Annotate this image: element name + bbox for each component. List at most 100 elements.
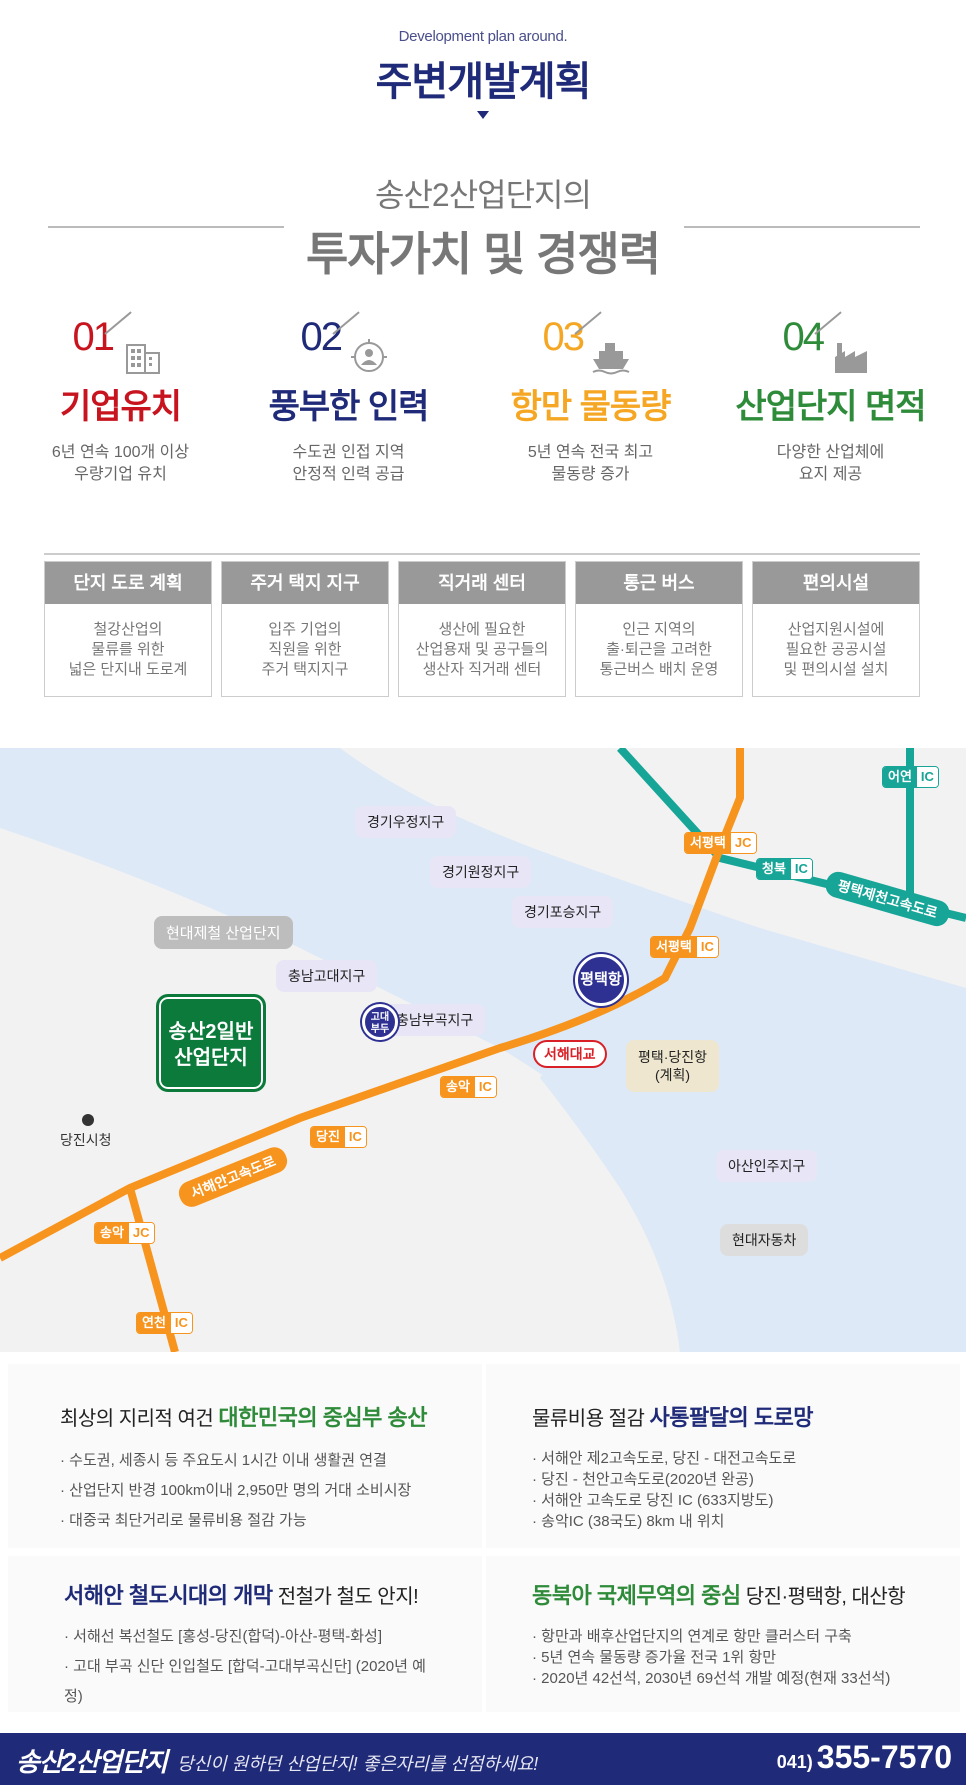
- footer-bar: 송산2산업단지 당신이 원하던 산업단지! 좋은자리를 선점하세요! 041)3…: [0, 1733, 966, 1785]
- district-label: 경기포승지구: [512, 896, 614, 928]
- factory-icon: [834, 343, 867, 373]
- info-title: 서해안 철도시대의 개막 전철가 철도 안지!: [64, 1578, 426, 1610]
- divider: [44, 553, 920, 555]
- location-map: 경기우정지구 경기원정지구 경기포승지구 충남고대지구 충남부곡지구 아산인주지…: [0, 748, 966, 1352]
- info-item: · 대중국 최단거리로 물류비용 절감 가능: [60, 1512, 307, 1529]
- map-background: [0, 748, 966, 1352]
- info-item: · 서해안 제2고속도로, 당진 - 대전고속도로: [532, 1450, 797, 1467]
- feature-title: 기업유치: [59, 388, 182, 426]
- subtitle-line1: 송산2산업단지의: [375, 177, 592, 213]
- ic-name: 서평택: [651, 937, 697, 957]
- facility-box-title: 편의시설: [753, 562, 919, 604]
- godae-pier-marker: 고대 부두: [362, 1004, 398, 1040]
- songsan-label: 산업단지: [174, 1047, 248, 1069]
- info-block-2: 물류비용 절감 사통팔달의 도로망 · 서해안 제2고속도로, 당진 - 대전고…: [486, 1364, 960, 1548]
- ic-name: 연천: [137, 1313, 171, 1333]
- hyundai-motor-label: 현대자동차: [720, 1224, 809, 1256]
- divider-left: [48, 226, 284, 228]
- phone-number: 355-7570: [816, 1739, 952, 1775]
- feature-number: 02: [300, 315, 343, 359]
- facility-box-text: 필요한 공공시설: [785, 641, 887, 658]
- section-header: Development plan around. 주변개발계획: [0, 28, 966, 119]
- info-title-highlight: 동북아 국제무역의 중심: [532, 1583, 741, 1608]
- feature-desc: 5년 연속 전국 최고: [527, 444, 654, 461]
- info-title: 최상의 지리적 여건 대한민국의 중심부 송산: [60, 1400, 430, 1432]
- info-block-3: 서해안 철도시대의 개막 전철가 철도 안지! · 서해선 복선철도 [홍성-당…: [8, 1556, 482, 1712]
- info-item: · 고대 부곡 신단 인입철도 [합덕-고대부곡신단] (2020년 예정): [64, 1658, 426, 1705]
- ic-name: 송악: [441, 1077, 475, 1097]
- info-item: · 산업단지 반경 100km이내 2,950만 명의 거대 소비시장: [60, 1482, 412, 1499]
- facility-box-title: 주거 택지 지구: [222, 562, 388, 604]
- pt-dj-text: (계획): [654, 1067, 691, 1083]
- facility-box-text: 통근버스 배치 운영: [599, 661, 719, 678]
- ic-type: IC: [790, 859, 812, 879]
- pt-dj-text: 평택·당진항: [638, 1049, 708, 1065]
- info-item: · 당진 - 천안고속도로(2020년 완공): [532, 1471, 754, 1488]
- facility-box-text: 주거 택지지구: [261, 661, 349, 678]
- header-title: 주변개발계획: [375, 60, 592, 104]
- ic-type: JC: [128, 1223, 154, 1243]
- subtitle-line2: 투자가치 및 경쟁력: [305, 228, 661, 280]
- ic-name: 어연: [883, 767, 917, 787]
- facility-box-text: 철강산업의: [93, 621, 163, 638]
- feature-title: 산업단지 면적: [735, 388, 926, 426]
- feature-desc: 안정적 인력 공급: [292, 466, 405, 483]
- feature-number: 04: [782, 315, 825, 359]
- footer-brand: 송산2산업단지: [16, 1747, 168, 1777]
- ic-type: IC: [474, 1077, 496, 1097]
- info-item: · 2020년 42선석, 2030년 69선석 개발 예정(현재 33선석): [532, 1670, 891, 1687]
- person-target-icon: [350, 339, 387, 372]
- info-block-4: 동북아 국제무역의 중심 당진·평택항, 대산항 · 항만과 배후산업단지의 연…: [486, 1556, 960, 1712]
- subtitle: 송산2산업단지의 투자가치 및 경쟁력: [0, 170, 966, 284]
- feature-desc: 다양한 산업체에: [776, 444, 885, 461]
- feature-desc: 수도권 인접 지역: [292, 444, 405, 461]
- facility-box-text: 및 편의시설 설치: [783, 661, 889, 678]
- godae-label: 부두: [370, 1024, 390, 1035]
- header-english: Development plan around.: [398, 28, 568, 45]
- ic-name: 청북: [757, 859, 791, 879]
- facility-box-text: 생산자 직거래 센터: [422, 661, 542, 678]
- feature-title: 항만 물동량: [510, 388, 672, 426]
- dangjin-hall-label: 당진시청: [60, 1132, 112, 1148]
- hyundai-steel-label: 현대제철 산업단지: [154, 916, 293, 949]
- district-label: 충남고대지구: [276, 960, 378, 992]
- info-title: 물류비용 절감 사통팔달의 도로망: [532, 1400, 914, 1432]
- info-title: 동북아 국제무역의 중심 당진·평택항, 대산항: [532, 1578, 914, 1610]
- building-icon: [125, 344, 160, 374]
- godae-label: 고대: [370, 1012, 390, 1023]
- feature-title: 풍부한 인력: [268, 388, 430, 426]
- facility-box-text: 생산에 필요한: [438, 621, 526, 638]
- facility-box-title: 단지 도로 계획: [45, 562, 211, 604]
- ic-name: 송악: [95, 1223, 129, 1243]
- pyeongtaek-port-marker: 평택항: [575, 954, 627, 1006]
- divider-right: [684, 226, 920, 228]
- feature-desc: 6년 연속 100개 이상: [51, 444, 190, 461]
- facility-box-text: 직원을 위한: [268, 641, 342, 658]
- footer-phone[interactable]: 041)355-7570: [777, 1739, 952, 1776]
- info-title-highlight: 사통팔달의 도로망: [649, 1405, 814, 1430]
- district-label: 충남부곡지구: [384, 1004, 486, 1036]
- facility-box-text: 출·퇴근을 고려한: [606, 641, 712, 658]
- feature-desc: 물동량 증가: [551, 466, 630, 483]
- ship-icon: [592, 343, 629, 375]
- feature-number: 03: [542, 315, 585, 359]
- feature-desc: 우량기업 유치: [74, 466, 167, 483]
- feature-number: 01: [72, 315, 115, 359]
- info-title-pre: 최상의 지리적 여건: [60, 1408, 219, 1430]
- phone-prefix: 041): [776, 1752, 813, 1772]
- facility-box-text: 넓은 단지내 도로계: [68, 661, 188, 678]
- facility-box-text: 입주 기업의: [268, 621, 342, 638]
- ic-type: IC: [170, 1313, 192, 1333]
- info-block-1: 최상의 지리적 여건 대한민국의 중심부 송산 · 수도권, 세종시 등 주요도…: [8, 1364, 482, 1548]
